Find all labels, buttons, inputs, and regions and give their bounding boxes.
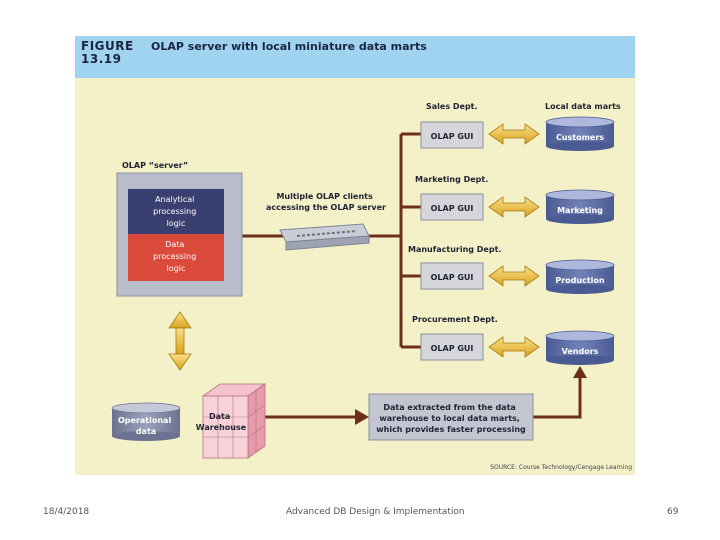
extract-note-line-3: which provides faster processing xyxy=(376,425,526,434)
clients-note: Multiple OLAP clients accessing the OLAP… xyxy=(266,192,386,212)
extract-note-line-2: warehouse to local data marts, xyxy=(379,414,519,423)
olap-diagram: OLAP “server” Analytical processing logi… xyxy=(111,102,632,471)
server-warehouse-arrow xyxy=(168,311,192,371)
source-credit: SOURCE: Course Technology/Cengage Learni… xyxy=(490,464,632,471)
procurement-dept-label: Procurement Dept. xyxy=(412,315,498,324)
data-warehouse-line-1: Data xyxy=(209,412,230,421)
figure-title: OLAP server with local miniature data ma… xyxy=(151,40,427,53)
operational-data-label: Operational data xyxy=(118,416,174,436)
extract-note-box: Data extracted from the data warehouse t… xyxy=(368,393,534,441)
extract-to-vendors-line xyxy=(533,376,582,419)
sales-dept-heading: Sales Dept. xyxy=(426,102,478,111)
olap-gui-procurement: OLAP GUI xyxy=(420,333,484,361)
olap-gui-manufacturing: OLAP GUI xyxy=(420,262,484,290)
figure-label-word: FIGURE xyxy=(81,39,134,53)
data-processing-label: Data processing logic xyxy=(153,240,199,273)
sales-sync-arrow xyxy=(488,123,540,145)
olap-gui-sales: OLAP GUI xyxy=(420,121,484,149)
procurement-sync-arrow xyxy=(488,336,540,358)
olap-gui-marketing: OLAP GUI xyxy=(420,193,484,221)
manufacturing-sync-arrow xyxy=(488,265,540,287)
customers-mart-cylinder: Customers xyxy=(545,116,615,151)
clients-note-line-2: accessing the OLAP server xyxy=(266,203,386,212)
analytical-line-3: logic xyxy=(167,219,186,228)
manufacturing-dept-label: Manufacturing Dept. xyxy=(408,245,501,254)
clients-note-line-1: Multiple OLAP clients xyxy=(276,192,373,201)
marketing-mart-cylinder: Marketing xyxy=(545,189,615,224)
vendors-mart-label: Vendors xyxy=(562,347,599,356)
analytical-line-1: Analytical xyxy=(155,195,194,204)
olap-gui-procurement-label: OLAP GUI xyxy=(431,344,474,353)
data-processing-line-1: Data xyxy=(165,240,184,249)
olap-gui-marketing-label: OLAP GUI xyxy=(431,204,474,213)
extract-to-vendors-arrowhead xyxy=(573,366,587,378)
server-heading: OLAP “server” xyxy=(122,161,188,170)
olap-gui-manufacturing-label: OLAP GUI xyxy=(431,273,474,282)
data-warehouse-label: Data Warehouse xyxy=(196,412,247,432)
data-warehouse-cube-icon: Data Warehouse xyxy=(196,383,267,459)
operational-data-cylinder: Operational data xyxy=(111,402,181,441)
data-warehouse-line-2: Warehouse xyxy=(196,423,247,432)
customers-mart-label: Customers xyxy=(556,133,604,142)
figure-panel: FIGURE 13.19 OLAP server with local mini… xyxy=(75,36,635,475)
figure-label: FIGURE 13.19 xyxy=(81,40,134,66)
footer-course: Advanced DB Design & Implementation xyxy=(286,507,465,517)
data-processing-line-3: logic xyxy=(167,264,186,273)
production-mart-cylinder: Production xyxy=(545,259,615,294)
operational-data-line-1: Operational xyxy=(118,416,171,425)
analytical-line-2: processing xyxy=(153,207,196,216)
analytical-block xyxy=(128,189,224,234)
analytical-label: Analytical processing logic xyxy=(153,195,199,228)
extract-note-line-1: Data extracted from the data xyxy=(383,403,515,412)
warehouse-to-extract-arrowhead xyxy=(355,409,369,425)
extract-note-text: Data extracted from the data warehouse t… xyxy=(376,403,526,434)
vendors-mart-cylinder: Vendors xyxy=(545,330,615,365)
olap-gui-sales-label: OLAP GUI xyxy=(431,132,474,141)
figure-number: 13.19 xyxy=(81,52,122,66)
figure-header: FIGURE 13.19 OLAP server with local mini… xyxy=(75,36,635,78)
marketing-sync-arrow xyxy=(488,196,540,218)
local-marts-heading: Local data marts xyxy=(545,102,621,111)
production-mart-label: Production xyxy=(555,276,605,285)
marketing-dept-label: Marketing Dept. xyxy=(415,175,488,184)
data-processing-block xyxy=(128,234,224,281)
network-hub-icon xyxy=(279,223,370,251)
footer-page-number: 69 xyxy=(667,507,679,517)
connector-lines xyxy=(242,132,582,419)
data-processing-line-2: processing xyxy=(153,252,196,261)
marketing-mart-label: Marketing xyxy=(557,206,603,215)
operational-data-line-2: data xyxy=(136,427,156,436)
footer-date: 18/4/2018 xyxy=(43,507,90,517)
